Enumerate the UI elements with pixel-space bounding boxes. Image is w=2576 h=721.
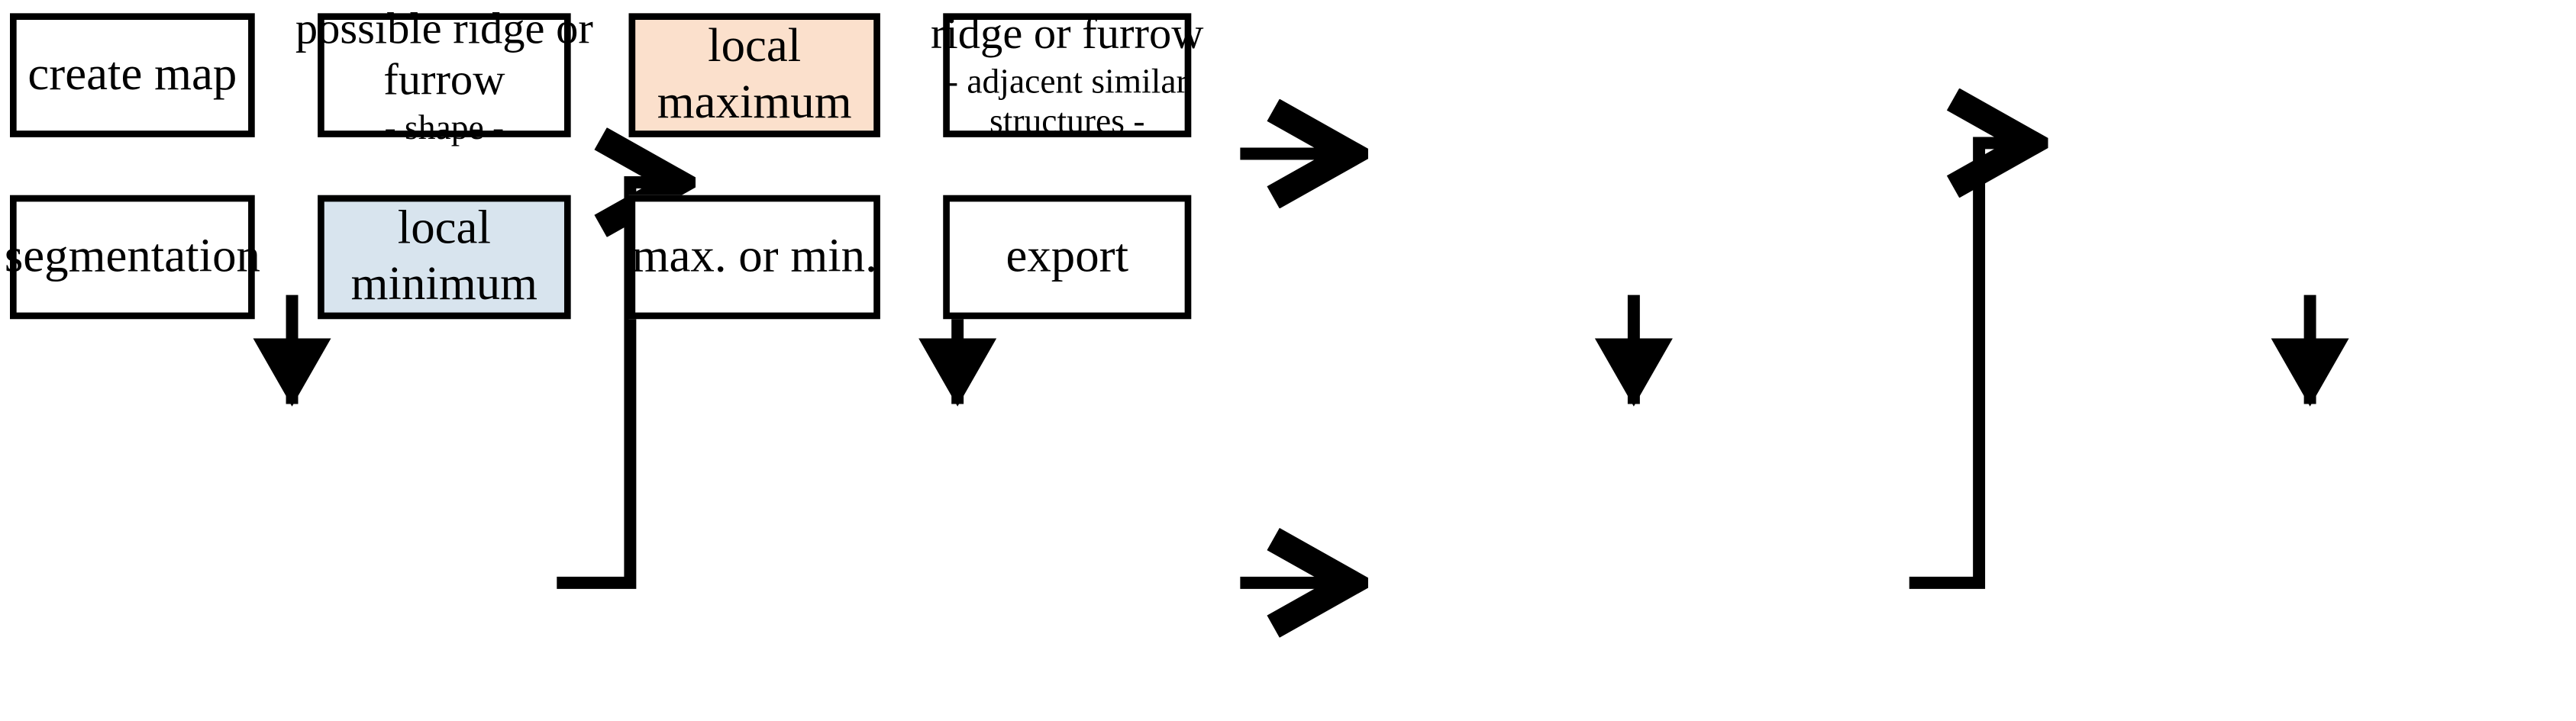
node-ridge-or-furrow[interactable]: ridge or furrow - adjacent similar struc…	[931, 9, 1203, 141]
node-possible-ridge-or-furrow-line-1: possible ridge or	[295, 3, 593, 53]
node-ridge-or-furrow-line-2: - adjacent similar	[946, 60, 1188, 101]
node-local-minimum-line-2: minimum	[350, 256, 538, 311]
node-local-maximum[interactable]: local maximum	[628, 13, 880, 137]
node-ridge-or-furrow-line-1: ridge or furrow	[931, 8, 1204, 59]
node-local-maximum-line-2: maximum	[657, 75, 852, 128]
node-possible-ridge-or-furrow-line-3: - shape -	[384, 107, 505, 147]
node-ridge-or-furrow-line-3: structures -	[989, 101, 1145, 141]
node-segmentation-line-1: segmentation	[4, 229, 260, 282]
node-local-minimum[interactable]: local minimum	[318, 195, 571, 320]
node-local-maximum-line-1: local	[708, 19, 802, 73]
node-possible-ridge-or-furrow[interactable]: possible ridge or furrow - shape -	[295, 3, 593, 146]
node-max-or-min-line-1: max. or min.	[631, 229, 877, 282]
edge-max-or-min-to-ridge-or-furrow	[1909, 143, 2031, 589]
node-export[interactable]: export	[943, 195, 1192, 320]
node-create-map[interactable]: create map	[10, 13, 255, 137]
node-export-line-1: export	[1006, 229, 1129, 282]
node-create-map-line-1: create map	[27, 47, 237, 101]
node-max-or-min[interactable]: max. or min.	[628, 195, 880, 320]
node-local-minimum-line-1: local	[397, 201, 491, 255]
node-segmentation[interactable]: segmentation	[5, 195, 260, 320]
node-possible-ridge-or-furrow-line-2: furrow	[383, 55, 505, 105]
